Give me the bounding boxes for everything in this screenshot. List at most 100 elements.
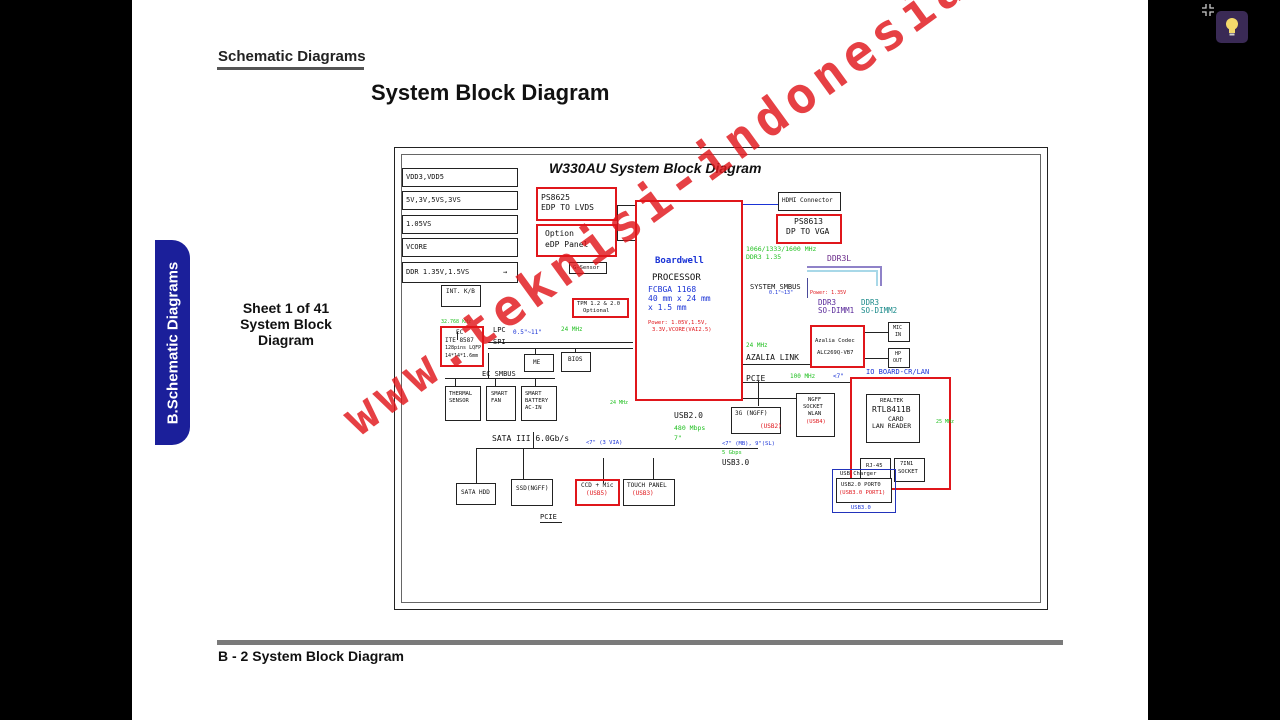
wire — [455, 378, 456, 386]
processor-power-2: 3.3V,VCORE(VAI2.5) — [652, 327, 712, 333]
ssd-label: SSD(NGFF) — [516, 485, 549, 492]
edp-panel-box: Option eDP Panel — [536, 224, 617, 257]
pcie-ssd-label: PCIE — [540, 513, 557, 521]
bios-label: BIOS — [568, 356, 583, 363]
azalia-link-label: AZALIA LINK — [746, 353, 799, 362]
edp-panel-label: eDP Panel — [545, 240, 589, 249]
dimm2-label: SO-DIMM2 — [861, 306, 898, 315]
section-title: Schematic Diagrams — [218, 48, 366, 65]
edp-option-label: Option — [545, 229, 574, 238]
ec-clock-label: 32.768 KHz — [441, 319, 472, 325]
wlan-socket-label: SOCKET — [803, 404, 823, 410]
codec-chip: ALC269Q-VB7 — [817, 350, 854, 356]
tpm-label: TPM 1.2 & 2.0 — [577, 301, 621, 307]
wire — [743, 204, 778, 205]
tpm-clock-label: 24 MHz — [610, 400, 629, 406]
hdmi-connector-box: HDMI Connector — [778, 192, 841, 211]
wire — [540, 522, 562, 523]
lan-reader-box: REALTEK RTL8411B CARD LAN READER — [866, 394, 920, 443]
touch-usb-label: (USB3) — [632, 490, 654, 497]
processor-thickness: x 1.5 mm — [648, 303, 687, 312]
ps8625-function: EDP TO LVDS — [541, 203, 594, 212]
usb-length-label: <7" (MB), 9"(SL) — [722, 441, 775, 447]
hp-out-label: OUT — [893, 358, 903, 364]
socket-label: SOCKET — [898, 469, 918, 475]
arrow-right-icon: → — [503, 268, 508, 276]
sheet-info: Sheet 1 of 41 System Block Diagram — [232, 300, 340, 348]
sata-label: SATA III 6.0Gb/s — [492, 434, 570, 443]
module-3g-box: 3G (NGFF)(USB2) — [731, 407, 782, 434]
realtek-label: REALTEK — [880, 398, 904, 404]
battery-label: SMART — [525, 391, 542, 397]
wire — [533, 432, 534, 448]
fan-label-2: FAN — [491, 398, 501, 404]
wire — [523, 448, 524, 483]
document-page: Schematic Diagrams System Block Diagram … — [132, 0, 1148, 720]
diagram-frame — [401, 154, 1041, 603]
wlan-ngff-label: NGFF — [808, 397, 822, 403]
ps8625-label: PS8625 — [541, 193, 570, 202]
pcie-bus-label: PCIE — [746, 374, 766, 383]
usb3-label: USB3.0 — [722, 458, 750, 467]
pcie-length-label: <7" — [833, 373, 844, 380]
touch-panel-box: TOUCH PANEL(USB3) — [623, 479, 675, 506]
card-label: CARD — [888, 415, 904, 423]
processor-package: FCBGA 1168 — [648, 285, 697, 294]
wire — [743, 382, 851, 383]
usb3-port-label: (USB3.0 PORT1) — [839, 490, 886, 496]
chapter-tab: B.Schematic Diagrams — [155, 240, 190, 445]
socket-7in1-label: 7IN1 — [900, 461, 914, 467]
ccd-mic-box: CCD + Mic(USB5) — [575, 479, 620, 506]
codec-label: Azalia Codec — [815, 338, 855, 344]
ec-chip-box: EC ITE 8587 128pins LQFP 14*14*1.6mm — [440, 326, 484, 367]
wire — [488, 348, 633, 349]
power-rail-box: 5V,3V,5VS,3VS — [402, 191, 518, 210]
usb2-label: USB2.0 — [674, 411, 703, 420]
spi-bus-label: SPI — [493, 338, 506, 346]
lan-reader-label: LAN READER — [872, 422, 912, 430]
keyboard-label: INT. K/B — [446, 288, 475, 295]
wire — [476, 448, 477, 483]
usb2-speed-label: 480 Mbps — [674, 424, 706, 432]
g-sensor-box: G-Sensor — [569, 262, 607, 274]
lightbulb-button[interactable] — [1216, 11, 1248, 43]
ccd-label: CCD + Mic — [581, 482, 614, 489]
dimm2-type: DDR3 — [861, 298, 880, 307]
power-rail-label: VDD3,VDD5 — [406, 173, 444, 181]
sata-hdd-label: SATA HDD — [461, 489, 490, 496]
processor-brand: Boardwell — [655, 256, 704, 266]
wire — [488, 342, 633, 343]
processor-power: Power: 1.05V,1.5V, — [648, 320, 708, 326]
ec-size-label: 14*14*1.6mm — [445, 353, 479, 359]
g-sensor-label: G-Sensor — [573, 265, 600, 271]
rtl8411b-label: RTL8411B — [872, 405, 911, 414]
rj45-label: RJ-45 — [866, 463, 883, 469]
wire — [617, 205, 635, 206]
ddr-power-label: Power: 1.35V — [810, 290, 847, 296]
ec-smbus-label: EC SMBUS — [482, 370, 516, 378]
mic-label: MIC — [893, 325, 903, 331]
wire — [535, 378, 536, 386]
thermal-label: THERMAL — [449, 391, 473, 397]
wire — [617, 240, 635, 241]
ec-label: EC — [456, 329, 464, 336]
page-title: System Block Diagram — [371, 80, 610, 105]
wire — [476, 448, 758, 449]
exit-fullscreen-icon[interactable] — [1201, 3, 1215, 17]
me-label: ME — [533, 359, 541, 366]
wire — [758, 381, 759, 406]
ps8613-label: PS8613 — [794, 217, 823, 226]
usb-port-box: USB2.0 PORT0(USB3.0 PORT1) — [836, 478, 892, 503]
diagram-title: W330AU System Block Diagram — [549, 160, 762, 176]
sheet-number: Sheet 1 of 41 — [242, 300, 330, 316]
wlan-socket-box: NGFF SOCKET WLAN (USB4) — [796, 393, 835, 437]
io-board-label: IO BOARD-CR/LAN — [866, 368, 930, 376]
wire — [617, 205, 618, 241]
power-rail-box: DDR 1.35V,1.5VS→ — [402, 262, 518, 283]
lpc-bus-label: LPC — [493, 326, 506, 334]
